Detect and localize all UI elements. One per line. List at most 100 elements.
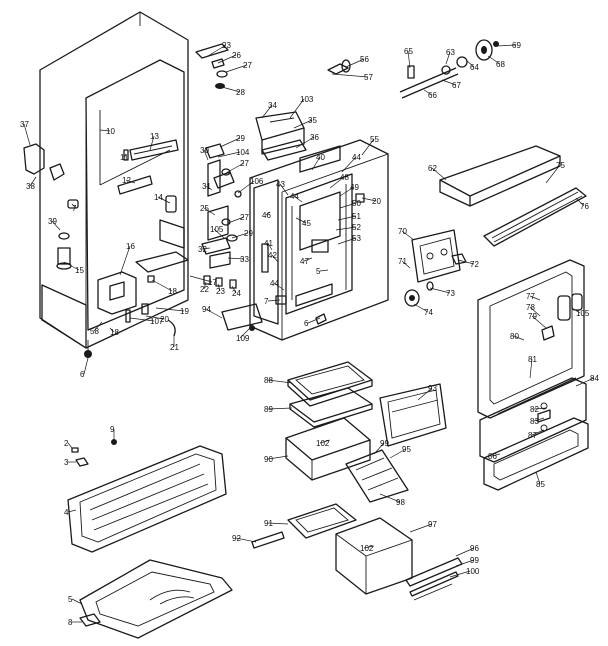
callout-leader bbox=[311, 156, 321, 171]
callout-number: 47 bbox=[300, 257, 309, 266]
callout-leader bbox=[337, 237, 357, 245]
callout-leader bbox=[239, 327, 251, 339]
callout-number: 45 bbox=[302, 219, 311, 228]
callout-leader bbox=[545, 164, 561, 184]
callout-leader bbox=[261, 104, 273, 119]
callout-leader bbox=[535, 471, 541, 485]
callout-leader bbox=[455, 547, 475, 557]
callout-number: 48 bbox=[340, 173, 349, 182]
callout-leader bbox=[23, 123, 31, 146]
callout-leader bbox=[67, 509, 77, 513]
callout-number: 18 bbox=[110, 328, 119, 337]
callout-number: 66 bbox=[428, 91, 437, 100]
callout-leader bbox=[531, 429, 545, 436]
callout-number: 93 bbox=[428, 384, 437, 393]
callout-leader bbox=[289, 98, 305, 119]
callout-leader bbox=[407, 50, 411, 69]
callout-leader bbox=[157, 196, 171, 204]
callout-leader bbox=[373, 442, 385, 455]
callout-number: 71 bbox=[398, 257, 407, 266]
callout-number: 31 bbox=[202, 182, 211, 191]
callout-number: 28 bbox=[236, 88, 245, 97]
callout-number: 5 bbox=[68, 595, 73, 604]
callout-leader bbox=[341, 156, 357, 173]
callout-leader bbox=[329, 176, 345, 189]
callout-number: 99 bbox=[380, 439, 389, 448]
callout-number: 19 bbox=[180, 307, 189, 316]
callout-number: 69 bbox=[512, 41, 521, 50]
callout-leader bbox=[267, 299, 281, 302]
callout-leader bbox=[293, 119, 313, 129]
callout-leader bbox=[295, 217, 307, 224]
callout-number: 91 bbox=[264, 519, 273, 528]
callout-leader bbox=[529, 358, 533, 379]
callout-leader bbox=[267, 379, 293, 384]
callout-number: 52 bbox=[352, 223, 361, 232]
callout-leader bbox=[339, 202, 357, 209]
callout-leader bbox=[207, 44, 227, 57]
callout-number: 81 bbox=[528, 355, 537, 364]
callout-number: 27 bbox=[240, 213, 249, 222]
callout-number: 62 bbox=[428, 164, 437, 173]
callout-number: 4 bbox=[64, 508, 69, 517]
callout-number: 92 bbox=[232, 534, 241, 543]
callout-number: 87 bbox=[528, 431, 537, 440]
callout-number: 100 bbox=[466, 567, 480, 576]
callout-number: 12 bbox=[122, 176, 131, 185]
callout-leader bbox=[71, 203, 77, 209]
toe-grille bbox=[67, 439, 227, 553]
callout-leader bbox=[389, 448, 407, 459]
callout-leader bbox=[363, 545, 375, 549]
callout-number: 68 bbox=[496, 60, 505, 69]
cabinet-shell bbox=[39, 11, 189, 349]
callout-leader bbox=[575, 197, 585, 207]
callout-leader bbox=[219, 137, 241, 148]
callout-leader bbox=[495, 44, 517, 47]
callout-leader bbox=[339, 186, 355, 197]
callout-number: 56 bbox=[360, 55, 369, 64]
callout-number: 16 bbox=[126, 242, 135, 251]
callout-leader bbox=[217, 54, 237, 64]
callout-number: 5 bbox=[316, 267, 321, 276]
callout-leader bbox=[571, 307, 581, 314]
callout-leader bbox=[531, 315, 547, 329]
callout-number: 99 bbox=[470, 556, 479, 565]
callout-number: 20 bbox=[160, 315, 169, 324]
callout-number: 107 bbox=[150, 317, 164, 326]
callout-leader bbox=[457, 259, 475, 265]
callout-number: 73 bbox=[446, 289, 455, 298]
callout-leader bbox=[273, 282, 285, 291]
callout-leader bbox=[99, 129, 111, 132]
callout-leader bbox=[201, 247, 211, 250]
callout-leader bbox=[335, 226, 357, 231]
callout-leader bbox=[319, 439, 331, 444]
callout-leader bbox=[205, 308, 223, 319]
callout-leader bbox=[231, 285, 237, 294]
callout-leader bbox=[331, 73, 369, 78]
callout-leader bbox=[149, 135, 155, 151]
callout-leader bbox=[513, 335, 525, 341]
callout-number: 67 bbox=[452, 81, 461, 90]
callout-number: 74 bbox=[424, 308, 433, 317]
callout-number: 46 bbox=[262, 211, 271, 220]
callout-leader bbox=[413, 303, 429, 313]
callout-number: 41 bbox=[264, 239, 273, 248]
callout-number: 35 bbox=[308, 116, 317, 125]
callout-leader bbox=[203, 149, 209, 161]
callout-number: 39 bbox=[48, 217, 57, 226]
callout-leader bbox=[491, 453, 501, 457]
callout-leader bbox=[529, 306, 541, 317]
callout-number: 44 bbox=[290, 192, 299, 201]
callout-number: 13 bbox=[150, 132, 159, 141]
callout-leader bbox=[455, 559, 475, 567]
callout-number: 102 bbox=[316, 439, 330, 448]
callout-number: 8 bbox=[68, 618, 73, 627]
callout-leader bbox=[231, 232, 249, 239]
callout-number: 18 bbox=[168, 287, 177, 296]
callout-number: 78 bbox=[526, 303, 535, 312]
callout-number: 20 bbox=[372, 197, 381, 206]
callout-number: 109 bbox=[236, 334, 250, 343]
callout-number: 64 bbox=[470, 63, 479, 72]
callout-number: 86 bbox=[488, 452, 497, 461]
callout-number: 97 bbox=[428, 520, 437, 529]
